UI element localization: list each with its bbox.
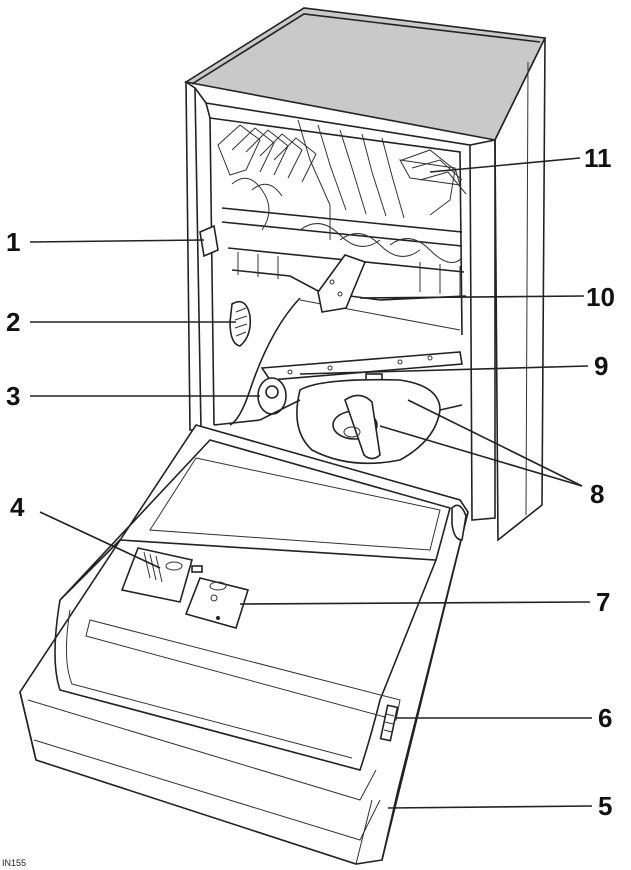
rinse-aid-dispenser [184, 577, 250, 629]
callout-4: 4 [10, 492, 25, 522]
callout-7: 7 [596, 587, 610, 617]
door [19, 424, 469, 865]
callout-10: 10 [586, 282, 615, 312]
callout-labels: 1 2 3 4 5 6 7 8 9 10 11 [6, 143, 615, 821]
callout-9: 9 [594, 351, 608, 381]
tub-interior [205, 102, 463, 426]
vent-grille [229, 300, 252, 347]
leader-line-7 [239, 601, 591, 605]
figure-code: IN155 [2, 858, 26, 868]
leader-line-4 [39, 511, 161, 569]
leader-line-1 [29, 239, 205, 243]
leader-line-8b [379, 425, 583, 487]
callout-5: 5 [598, 791, 612, 821]
callout-8: 8 [590, 479, 604, 509]
callout-11: 11 [584, 143, 612, 173]
callout-3: 3 [6, 381, 20, 411]
leader-line-5 [387, 805, 593, 809]
upper-basket [199, 119, 467, 313]
top-panel [183, 7, 547, 141]
callout-2: 2 [6, 307, 20, 337]
leader-lines [29, 157, 593, 809]
leader-line-10 [359, 295, 585, 299]
cabinet [183, 7, 547, 542]
leader-line-11 [429, 157, 581, 173]
leader-line-8a [407, 399, 583, 487]
filter-assembly [296, 378, 441, 465]
detergent-dispenser [120, 547, 203, 603]
callout-1: 1 [6, 227, 20, 257]
leader-line-9 [299, 365, 589, 375]
callout-6: 6 [598, 703, 612, 733]
